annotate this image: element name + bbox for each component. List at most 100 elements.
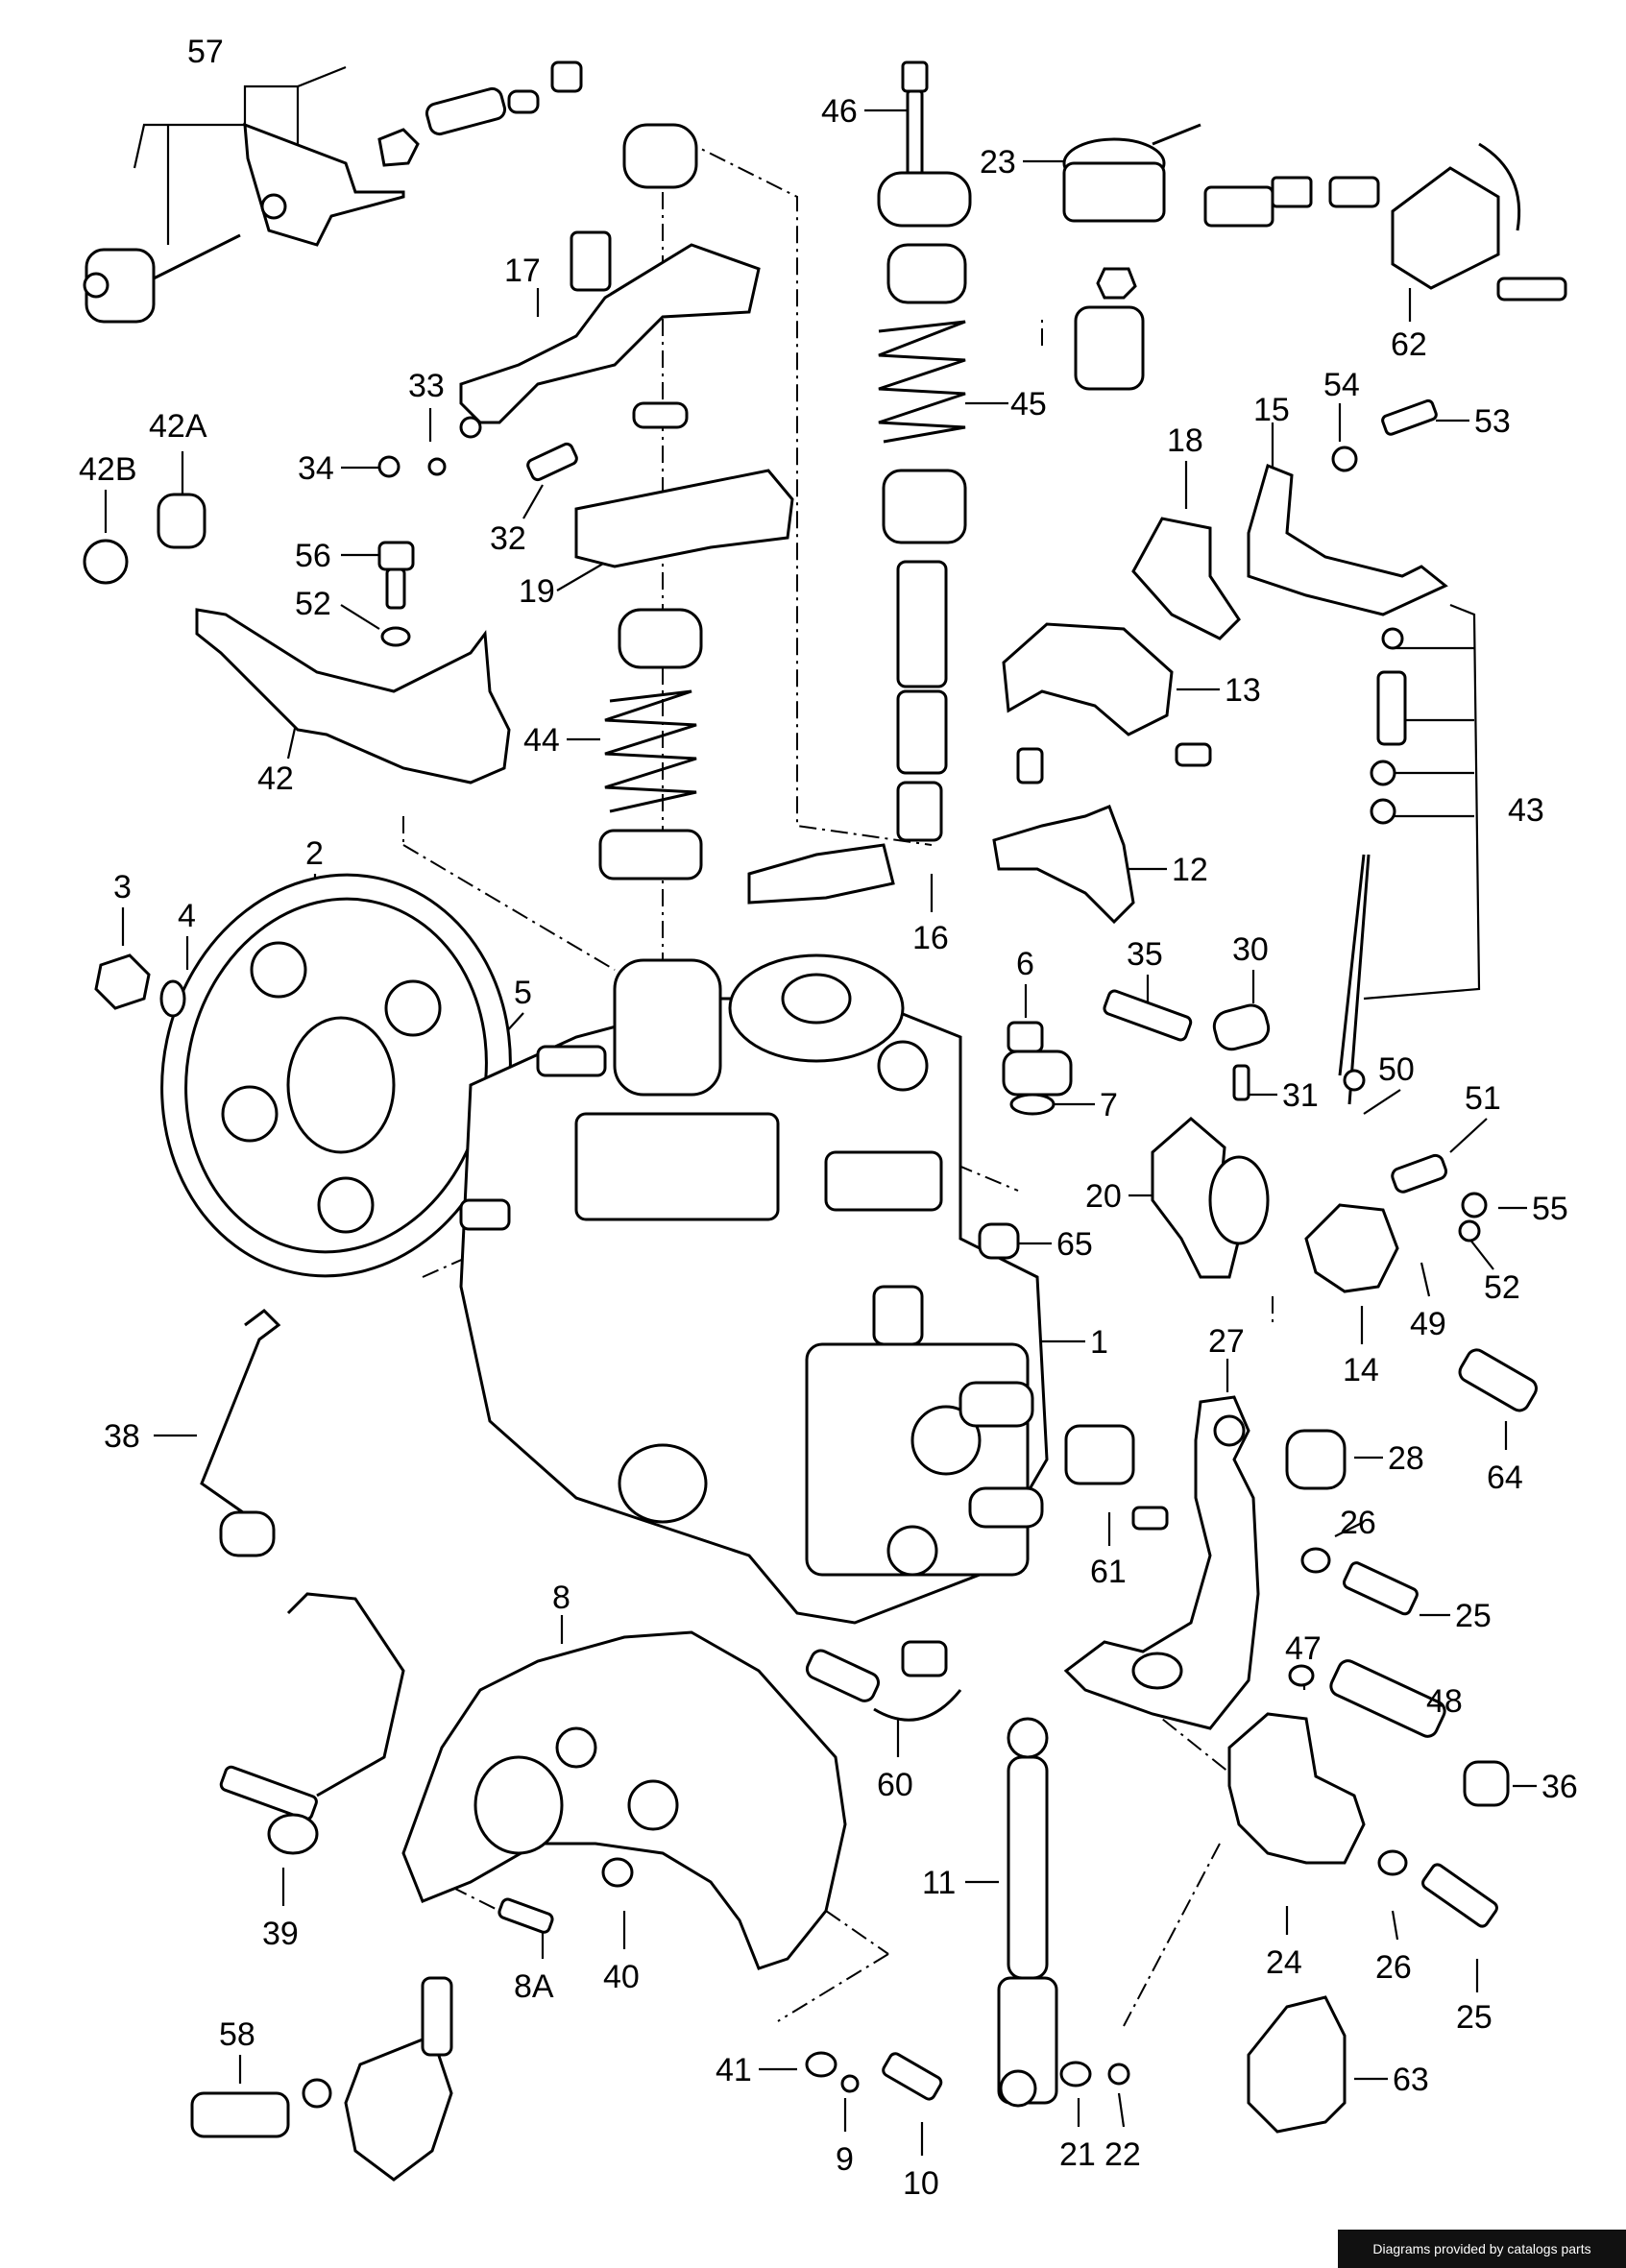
callout-25: 25 — [1455, 1598, 1492, 1634]
parts — [83, 60, 1567, 2182]
callout-32: 32 — [490, 520, 526, 557]
part-63-disc — [1247, 1995, 1347, 2134]
callout-11: 11 — [922, 1865, 956, 1901]
part-23-cap — [1062, 123, 1201, 391]
callout-45: 45 — [1010, 386, 1047, 422]
callout-30: 30 — [1232, 931, 1269, 968]
callout-19: 19 — [519, 573, 555, 610]
callout-39: 39 — [262, 1916, 299, 1952]
part-58-valve-assembly — [190, 1976, 453, 2182]
callout-labels: 57 42A 42B 17 33 34 32 19 56 52 42 44 46… — [79, 34, 1578, 2202]
callout-44: 44 — [523, 722, 560, 759]
callout-13: 13 — [1225, 672, 1261, 709]
part-2-sprocket — [94, 873, 512, 1278]
callout-57: 57 — [187, 34, 224, 70]
part-42-bracket — [195, 541, 511, 784]
callout-31: 31 — [1282, 1077, 1319, 1114]
callout-5: 5 — [514, 975, 532, 1011]
part-61-sensor — [1064, 1424, 1169, 1531]
callout-65: 65 — [1056, 1226, 1093, 1263]
credit-banner: Diagrams provided by catalogs parts — [1338, 2230, 1626, 2268]
callout-16: 16 — [912, 920, 949, 956]
part-13-bracket — [1002, 622, 1212, 767]
callout-10: 10 — [903, 2165, 939, 2202]
callout-52: 52 — [295, 586, 331, 622]
callout-33: 33 — [408, 368, 445, 404]
callout-12: 12 — [1172, 852, 1208, 888]
callout-61: 61 — [1090, 1554, 1127, 1590]
callout-25b: 25 — [1456, 1999, 1493, 2036]
part-6-valve — [1002, 1021, 1073, 1116]
callout-1: 1 — [1090, 1324, 1108, 1361]
callout-63: 63 — [1393, 2062, 1429, 2098]
callout-36: 36 — [1541, 1769, 1578, 1805]
callout-23: 23 — [980, 144, 1016, 181]
part-44-spring — [598, 123, 703, 881]
callout-4: 4 — [178, 898, 196, 934]
callout-24: 24 — [1266, 1944, 1302, 1981]
part-42A-42B-grommet — [83, 493, 206, 585]
callout-48: 48 — [1426, 1683, 1463, 1720]
callout-17: 17 — [504, 253, 541, 289]
callout-22: 22 — [1104, 2136, 1141, 2173]
callout-2: 2 — [305, 835, 324, 872]
part-28-damper — [1285, 1429, 1419, 1616]
part-62-connector — [1203, 142, 1567, 302]
callout-15: 15 — [1253, 392, 1290, 428]
callout-27: 27 — [1208, 1323, 1245, 1360]
part-21-22 — [1059, 2061, 1130, 2087]
part-45-plunger-stack — [877, 60, 972, 842]
callout-47: 47 — [1285, 1630, 1322, 1667]
callout-3: 3 — [113, 869, 132, 905]
part-19-upper-lever — [377, 230, 794, 568]
callout-42: 42 — [257, 760, 294, 797]
callout-46: 46 — [821, 93, 858, 130]
callout-58: 58 — [219, 2016, 255, 2053]
callout-28: 28 — [1388, 1440, 1424, 1477]
part-27-bracket — [1063, 1395, 1260, 1730]
part-8-mount-bracket — [401, 1630, 847, 1970]
callout-8A: 8A — [514, 1968, 554, 2005]
part-11-strut — [997, 1717, 1058, 2108]
callout-20: 20 — [1085, 1178, 1122, 1215]
part-65-seal — [978, 1222, 1020, 1260]
callout-21: 21 — [1059, 2136, 1096, 2173]
callout-40: 40 — [603, 1959, 640, 1995]
callout-18: 18 — [1167, 422, 1203, 459]
callout-35: 35 — [1127, 936, 1163, 973]
part-43-rod — [1338, 627, 1407, 1105]
part-60-sensor — [805, 1640, 962, 1722]
callout-62: 62 — [1391, 326, 1427, 363]
callout-60: 60 — [877, 1767, 913, 1803]
callout-52b: 52 — [1484, 1269, 1520, 1306]
callout-51: 51 — [1465, 1080, 1501, 1117]
callout-7: 7 — [1100, 1087, 1118, 1123]
part-1-injection-pump — [459, 953, 1049, 1625]
callout-55: 55 — [1532, 1191, 1568, 1227]
callout-8: 8 — [552, 1580, 570, 1616]
callout-64: 64 — [1487, 1460, 1523, 1496]
part-12-bracket — [992, 747, 1135, 925]
callout-14: 14 — [1343, 1352, 1379, 1388]
callout-26b: 26 — [1375, 1949, 1412, 1986]
callout-43: 43 — [1508, 792, 1544, 829]
callout-54: 54 — [1323, 367, 1360, 403]
part-35-30-31 — [1103, 989, 1271, 1101]
callout-53: 53 — [1474, 403, 1511, 440]
callout-49: 49 — [1410, 1306, 1446, 1342]
callout-26: 26 — [1340, 1505, 1376, 1541]
callout-38: 38 — [104, 1418, 140, 1455]
callout-42B: 42B — [79, 451, 137, 488]
part-18-15-brackets — [1131, 398, 1448, 640]
part-16-lever — [747, 843, 895, 905]
part-41-9-10 — [805, 2051, 943, 2101]
part-24-bracket — [1227, 1712, 1498, 1928]
callout-56: 56 — [295, 538, 331, 574]
callout-41: 41 — [716, 2052, 752, 2088]
callout-34: 34 — [298, 450, 334, 487]
part-57-adjuster — [83, 60, 583, 324]
callout-9: 9 — [836, 2141, 854, 2178]
part-64-sender — [1458, 1348, 1538, 1412]
part-20-14-levers — [1151, 1069, 1488, 1293]
part-38-39-pipes — [200, 1309, 405, 1855]
